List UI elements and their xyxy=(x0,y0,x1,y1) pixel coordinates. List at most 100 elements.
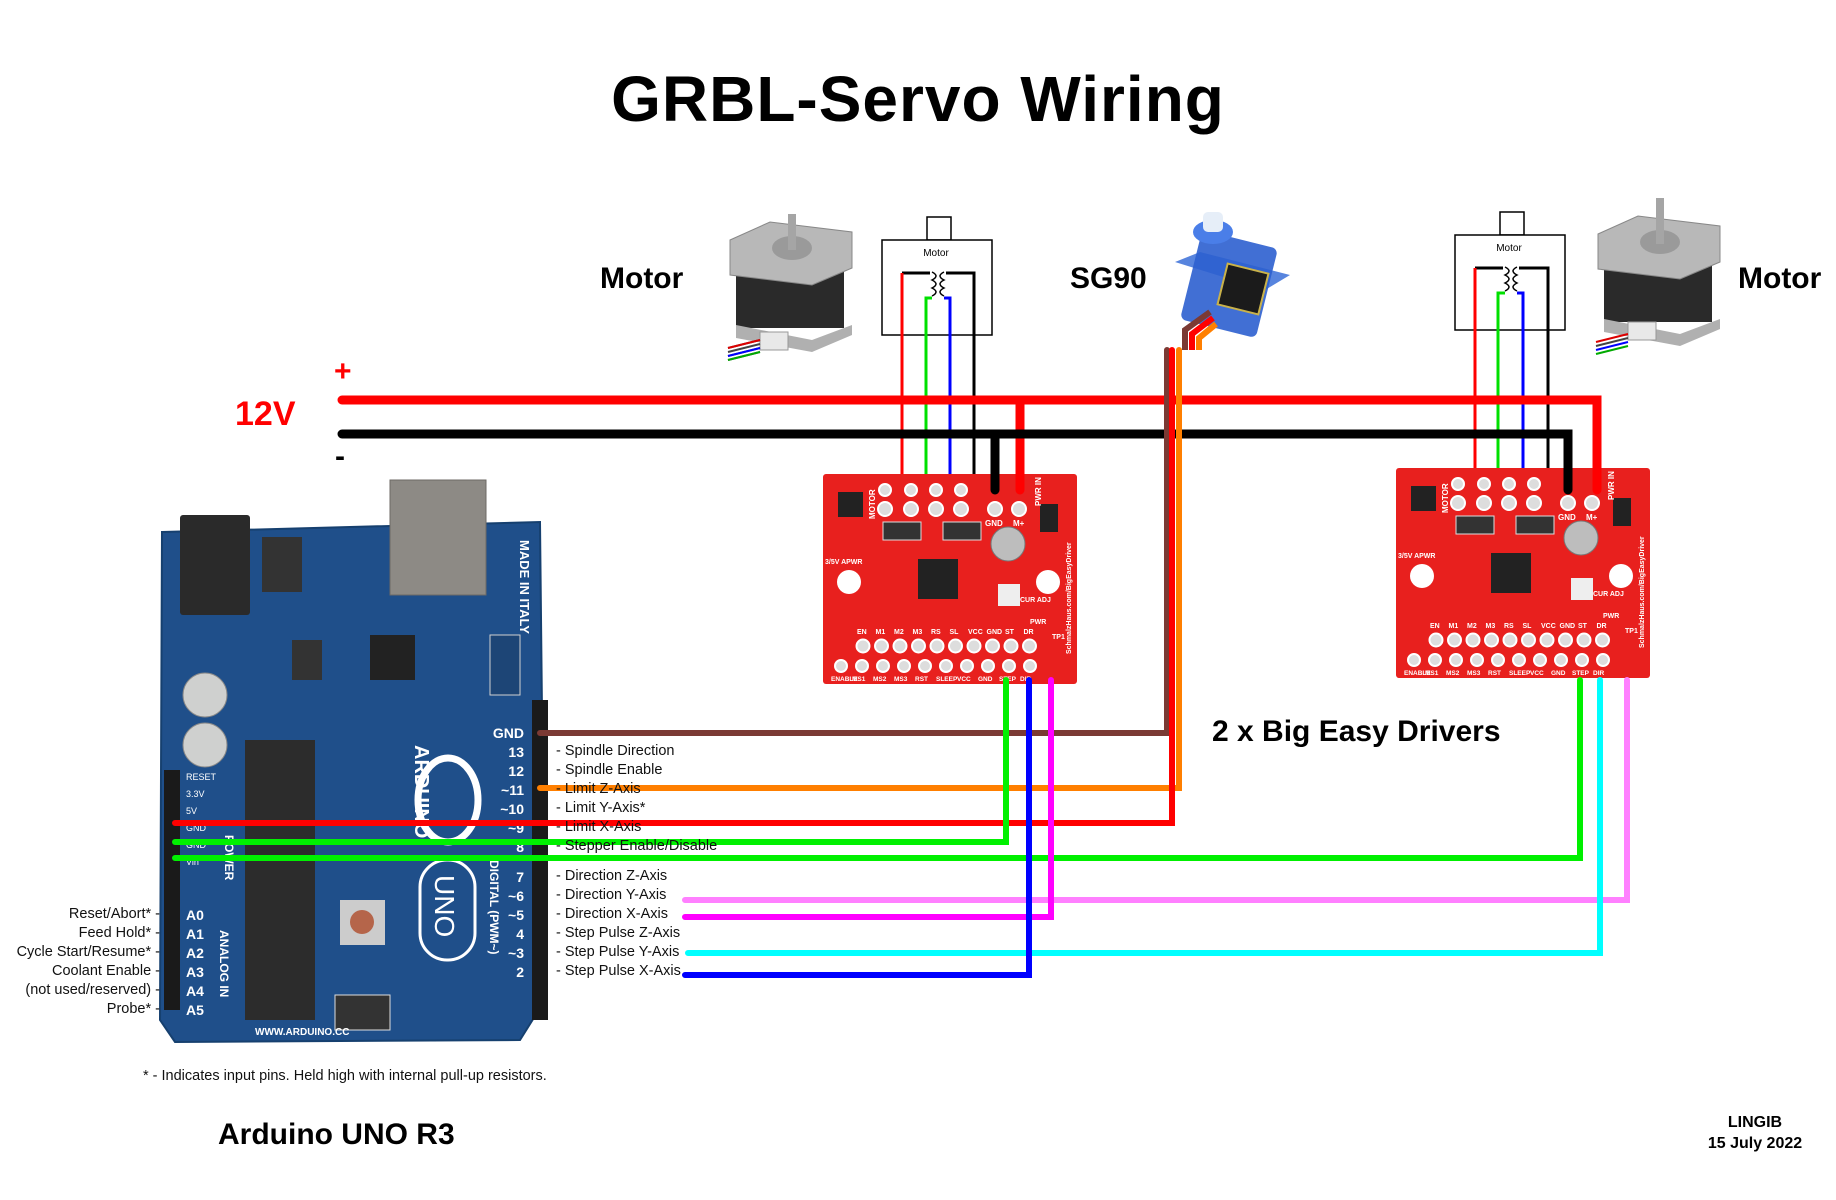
top-pin-label: M1 xyxy=(876,629,886,636)
bottom-pin-label: RST xyxy=(915,676,928,683)
bottom-pin-label: SLEEP xyxy=(1509,670,1531,677)
footnote: * - Indicates input pins. Held high with… xyxy=(143,1068,547,1084)
top-pin-label: M3 xyxy=(913,629,923,636)
analog-pin-label: (not used/reserved) - xyxy=(25,982,160,998)
coil-b-icon xyxy=(1512,266,1519,292)
top-pin-label: ST xyxy=(1578,623,1588,630)
arduino-brand-text: ARDUINO xyxy=(410,745,432,838)
rail-ground xyxy=(337,429,1573,495)
voltage-select-label: 3/5V APWR xyxy=(825,559,862,566)
motor-label: MOTOR xyxy=(868,489,877,519)
power-pin-name: 3.3V xyxy=(186,789,205,799)
top-pin-label: EN xyxy=(857,629,867,636)
power-pin-name: GND xyxy=(186,823,207,833)
motor-pin xyxy=(903,501,919,517)
arduino-board xyxy=(158,479,548,1044)
motor-pin xyxy=(953,501,969,517)
control-pin xyxy=(834,659,848,673)
uno-text: UNO xyxy=(429,875,460,937)
analog-pin-label: Feed Hold* - xyxy=(78,925,160,941)
mount-hole xyxy=(1410,564,1434,588)
motor-left-label: Motor xyxy=(600,262,684,295)
bottom-pin-label: ENABLE xyxy=(831,676,858,683)
control-pin xyxy=(855,659,869,673)
bottom-pin-label: MS3 xyxy=(1467,670,1481,677)
schematic-motor-label: Motor xyxy=(1496,243,1522,254)
motor-pin xyxy=(1527,477,1541,491)
dc-jack xyxy=(180,515,250,615)
motor-pin xyxy=(878,483,892,497)
supply-rails xyxy=(337,395,1602,495)
electrolytic-capacitor xyxy=(990,526,1026,562)
analog-pin-label: Reset/Abort* - xyxy=(68,906,160,922)
rail-12v-positive xyxy=(337,395,1602,495)
tp1-label: TP1 xyxy=(1625,628,1638,635)
analog-in-text: ANALOG IN xyxy=(217,930,231,997)
sg90-servo-image xyxy=(1175,212,1290,350)
pwr-in-label: PWR IN xyxy=(1034,477,1043,506)
stepper-motor-right-image xyxy=(1595,198,1721,355)
control-pin xyxy=(1022,638,1037,654)
control-pin xyxy=(1575,653,1589,667)
supply-plus-label: + xyxy=(334,355,352,388)
cur-adj-label: CUR ADJ xyxy=(1593,591,1624,598)
coil-a-icon xyxy=(930,271,937,297)
top-pin-label: M1 xyxy=(1449,623,1459,630)
top-pin-label: VCC xyxy=(968,629,983,636)
control-pin xyxy=(892,638,908,654)
bottom-pin-label: DIR xyxy=(1020,676,1032,683)
stepper-motor-left-image xyxy=(727,214,853,361)
diagram-title: GRBL-Servo Wiring xyxy=(611,63,1225,135)
analog-pin-number: A2 xyxy=(186,945,204,961)
power-pin xyxy=(1011,501,1027,517)
top-pin-label: GND xyxy=(987,629,1003,636)
top-pin-label: ST xyxy=(1005,629,1015,636)
digital-pin-label: - Spindle Enable xyxy=(556,762,663,778)
control-pin xyxy=(1449,653,1463,667)
analog-pin-number: A4 xyxy=(186,983,204,999)
coil-b-icon xyxy=(939,271,946,297)
control-pin xyxy=(981,659,995,673)
motor-pin xyxy=(1476,495,1492,511)
arduino-url-text: WWW.ARDUINO.CC xyxy=(255,1027,349,1038)
date: 15 July 2022 xyxy=(1707,1135,1803,1152)
top-pin-label: RS xyxy=(931,629,941,636)
digital-pin-label: - Step Pulse Y-Axis xyxy=(556,944,680,960)
control-pin xyxy=(1533,653,1547,667)
coil-wires-right xyxy=(1473,266,1550,481)
top-pin-label: SL xyxy=(950,629,960,636)
digital-pin-label: - Stepper Enable/Disable xyxy=(556,838,718,854)
credit-block: LINGIB 15 July 2022 xyxy=(1690,1112,1820,1154)
analog-pin-label: Probe* - xyxy=(106,1001,160,1017)
control-pin xyxy=(1002,659,1016,673)
driver-chip xyxy=(918,559,958,599)
control-pin xyxy=(1484,632,1499,648)
diode xyxy=(1613,498,1631,526)
mount-hole xyxy=(1036,570,1060,594)
capacitor-2 xyxy=(182,722,228,768)
coil-a-icon xyxy=(1503,266,1510,292)
bottom-pin-label: GND xyxy=(1551,670,1566,677)
control-pin xyxy=(1428,632,1444,648)
control-pin xyxy=(1447,632,1462,648)
motor-pin xyxy=(877,501,893,517)
power-pin xyxy=(987,501,1003,517)
usb-chip xyxy=(370,635,415,680)
sense-resistor xyxy=(882,521,922,541)
motor-label: MOTOR xyxy=(1441,483,1450,513)
control-pin xyxy=(911,638,926,654)
digital-pin-number: ~10 xyxy=(500,801,524,817)
capacitor-1 xyxy=(182,672,228,718)
sense-resistor xyxy=(1515,515,1555,535)
driver-url-label: SchmalzHaus.com/BigEasyDriver xyxy=(1639,536,1646,648)
coil-wires-left xyxy=(900,271,976,481)
mplus-label: M+ xyxy=(1586,513,1598,522)
bottom-pin-label: VCC xyxy=(957,676,971,683)
control-pin xyxy=(1407,653,1421,667)
motor-pin xyxy=(928,501,944,517)
motor-pin xyxy=(954,483,968,497)
control-pin xyxy=(1023,659,1037,673)
reset-button[interactable] xyxy=(350,910,374,934)
servo-label: SG90 xyxy=(1070,262,1147,295)
bottom-pin-label: SLEEP xyxy=(936,676,958,683)
